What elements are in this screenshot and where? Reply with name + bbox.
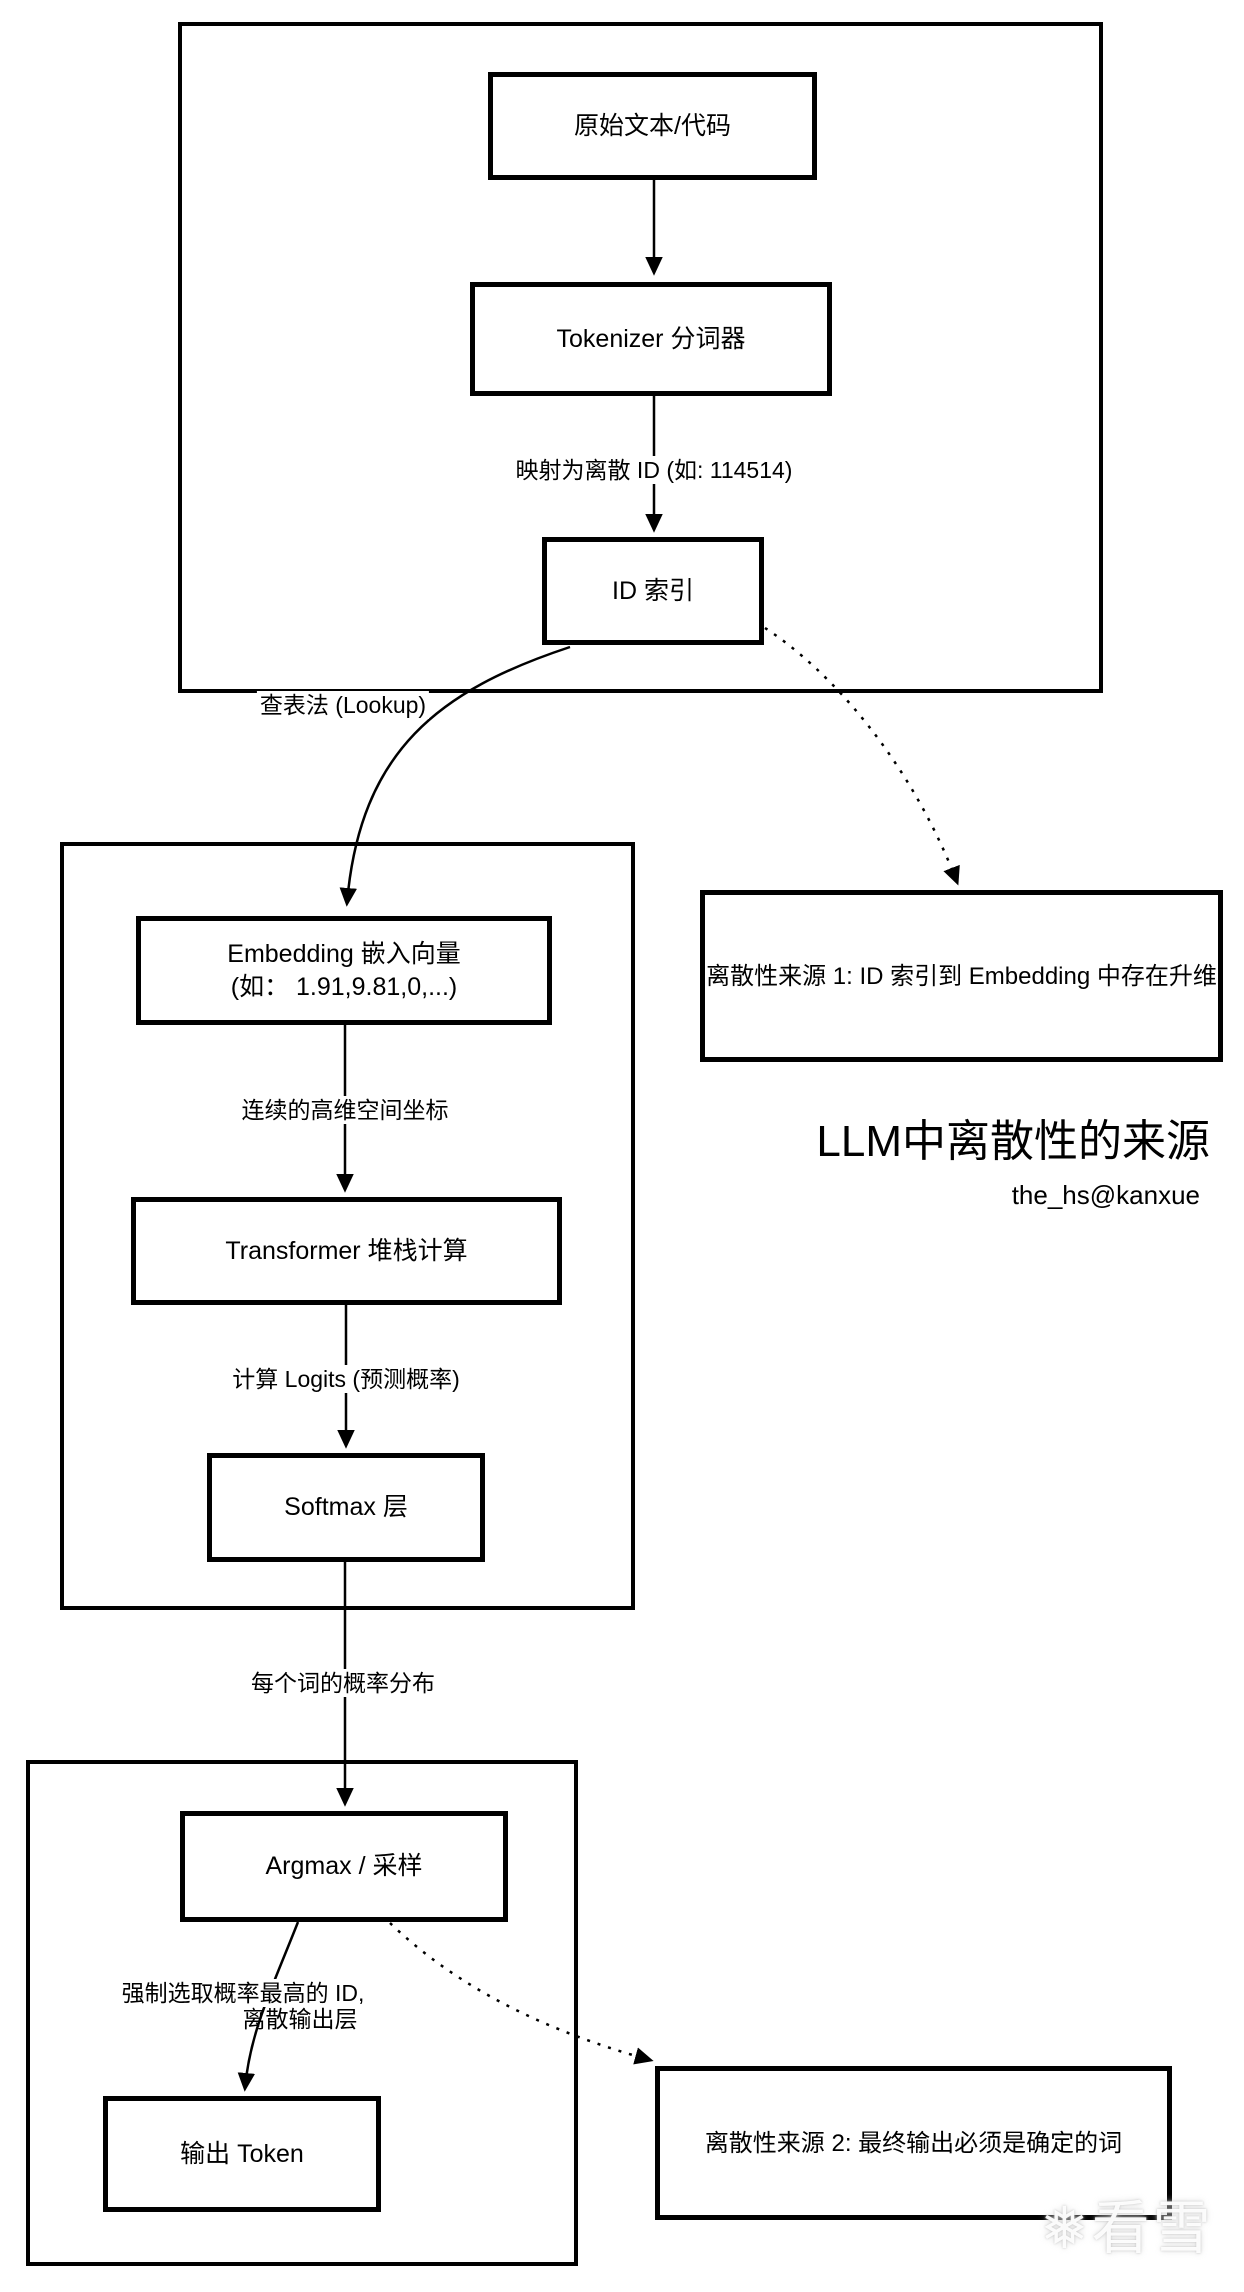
- output-token-label: 输出 Token: [180, 2139, 304, 2168]
- edge-label-map-to-id: 映射为离散 ID (如: 114514): [512, 456, 796, 484]
- id-index-label: ID 索引: [612, 576, 694, 605]
- page-title: LLM中离散性的来源: [816, 1117, 1210, 1166]
- flow-node-argmax: Argmax / 采样: [180, 1811, 508, 1922]
- author-credit: the_hs@kanxue: [1011, 1180, 1200, 1210]
- arrow-idindex-to-embedding: [339, 645, 571, 907]
- flow-node-output-token: 输出 Token: [103, 2096, 381, 2212]
- callout-source2: 离散性来源 2: 最终输出必须是确定的词: [655, 2066, 1172, 2220]
- container-discrete-output-stage: [26, 1760, 578, 2266]
- flow-node-softmax: Softmax 层: [207, 1453, 485, 1562]
- embedding-label-line2: (如： 1.91,9.81,0,...): [230, 972, 458, 1001]
- argmax-label: Argmax / 采样: [265, 1852, 423, 1880]
- callout-source1: 离散性来源 1: ID 索引到 Embedding 中存在升维: [700, 890, 1223, 1062]
- kanxue-watermark: ❅看雪: [1040, 2196, 1214, 2262]
- flow-node-id-index: ID 索引: [542, 537, 764, 645]
- edge-label-discrete-output-layer: 离散输出层: [242, 2006, 358, 2032]
- edge-label-probability-distribution: 每个词的概率分布: [248, 1669, 438, 1697]
- snowflake-icon: ❅: [1040, 2196, 1092, 2261]
- edge-label-continuous-coords: 连续的高维空间坐标: [238, 1096, 452, 1124]
- flow-node-embedding: Embedding 嵌入向量 (如： 1.91,9.81,0,...): [136, 916, 552, 1025]
- transformer-label: Transformer 堆栈计算: [225, 1236, 468, 1265]
- arrow-argmax-to-outputtoken: [237, 1921, 300, 2092]
- watermark-text: 看雪: [1091, 2196, 1214, 2261]
- container-continuous-compute-stage: [60, 842, 635, 1610]
- source1-label: 离散性来源 1: ID 索引到 Embedding 中存在升维: [706, 962, 1217, 990]
- raw-text-label: 原始文本/代码: [574, 111, 731, 140]
- container-tokenization-stage: [178, 22, 1103, 693]
- flow-node-transformer: Transformer 堆栈计算: [131, 1197, 562, 1305]
- softmax-label: Softmax 层: [284, 1493, 408, 1521]
- edge-label-force-top-id: 强制选取概率最高的 ID,: [118, 1979, 368, 2007]
- embedding-label-line1: Embedding 嵌入向量: [227, 939, 461, 968]
- flow-node-raw-text: 原始文本/代码: [488, 72, 817, 180]
- edge-label-compute-logits: 计算 Logits (预测概率): [229, 1365, 463, 1393]
- flow-node-tokenizer: Tokenizer 分词器: [470, 282, 832, 396]
- edge-label-lookup: 查表法 (Lookup): [256, 691, 430, 719]
- tokenizer-label: Tokenizer 分词器: [556, 324, 746, 353]
- source2-label: 离散性来源 2: 最终输出必须是确定的词: [704, 2129, 1123, 2157]
